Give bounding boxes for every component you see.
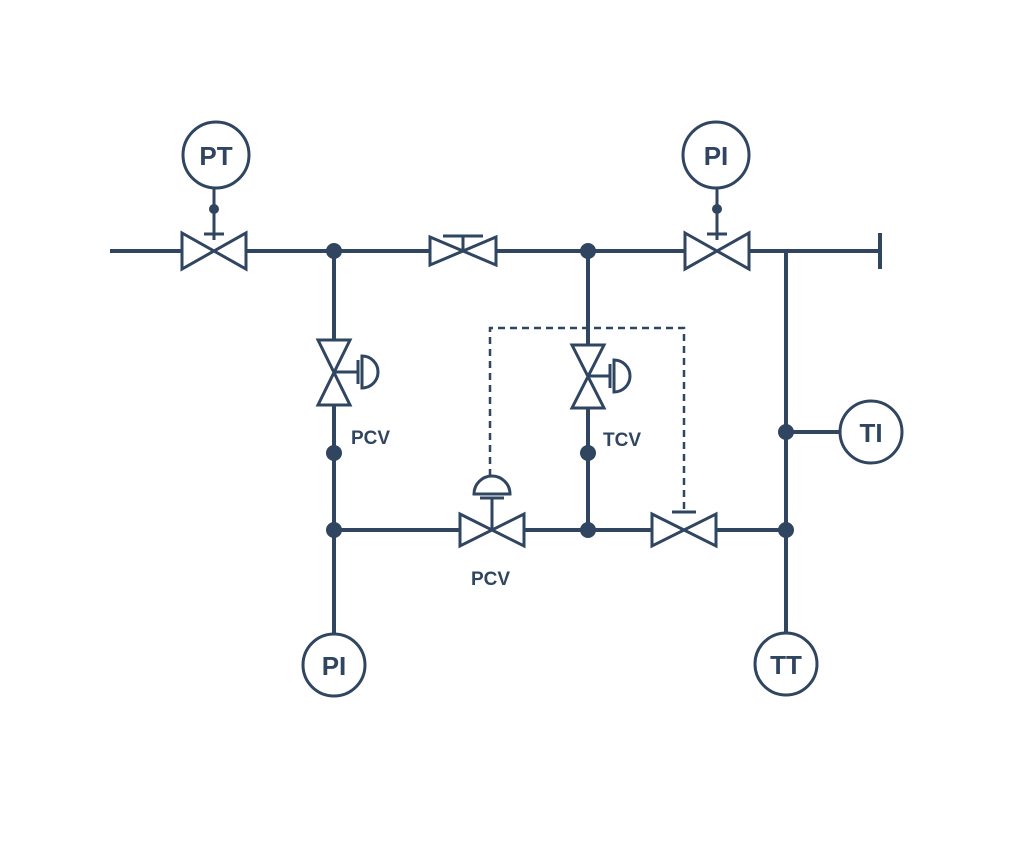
instrument-ti-right: TI [838, 399, 904, 465]
valve-tag-pcv-vertical: PCV [351, 428, 390, 449]
junction-node [580, 522, 596, 538]
junction-node [778, 522, 794, 538]
instrument-pi-bottom: PI [301, 632, 367, 698]
pcv-bottom-valve [458, 474, 526, 549]
instrument-pi-top: PI [681, 120, 751, 190]
junction-node [580, 243, 596, 259]
instrument-tt-bottom: TT [753, 631, 819, 697]
junction-node [326, 522, 342, 538]
junction-node [778, 424, 794, 440]
pt-tap-dot [209, 204, 219, 214]
pcv-vertical-valve [315, 338, 380, 407]
inlet-valve [180, 230, 248, 272]
instrument-label-pt: PT [199, 141, 232, 171]
junction-node [326, 243, 342, 259]
instrument-label-tt: TT [770, 650, 802, 680]
instrument-label-ti: TI [859, 418, 882, 448]
tcv-vertical-valve [569, 343, 632, 410]
valve-tag-tcv: TCV [603, 430, 641, 451]
bottom-right-valve [650, 511, 718, 549]
manual-valve [428, 234, 498, 268]
instrument-label-pi-bottom: PI [322, 651, 347, 681]
junction-node [580, 445, 596, 461]
outlet-valve [683, 230, 751, 272]
pipe-network [110, 233, 882, 634]
control-signal-line [488, 326, 686, 512]
valve-tag-pcv-bottom: PCV [471, 569, 510, 590]
pi-tap-dot [712, 204, 722, 214]
junction-node [326, 445, 342, 461]
junction-nodes [326, 243, 794, 538]
instrument-label-pi-top: PI [704, 141, 729, 171]
instrument-pt-top: PT [181, 120, 251, 190]
